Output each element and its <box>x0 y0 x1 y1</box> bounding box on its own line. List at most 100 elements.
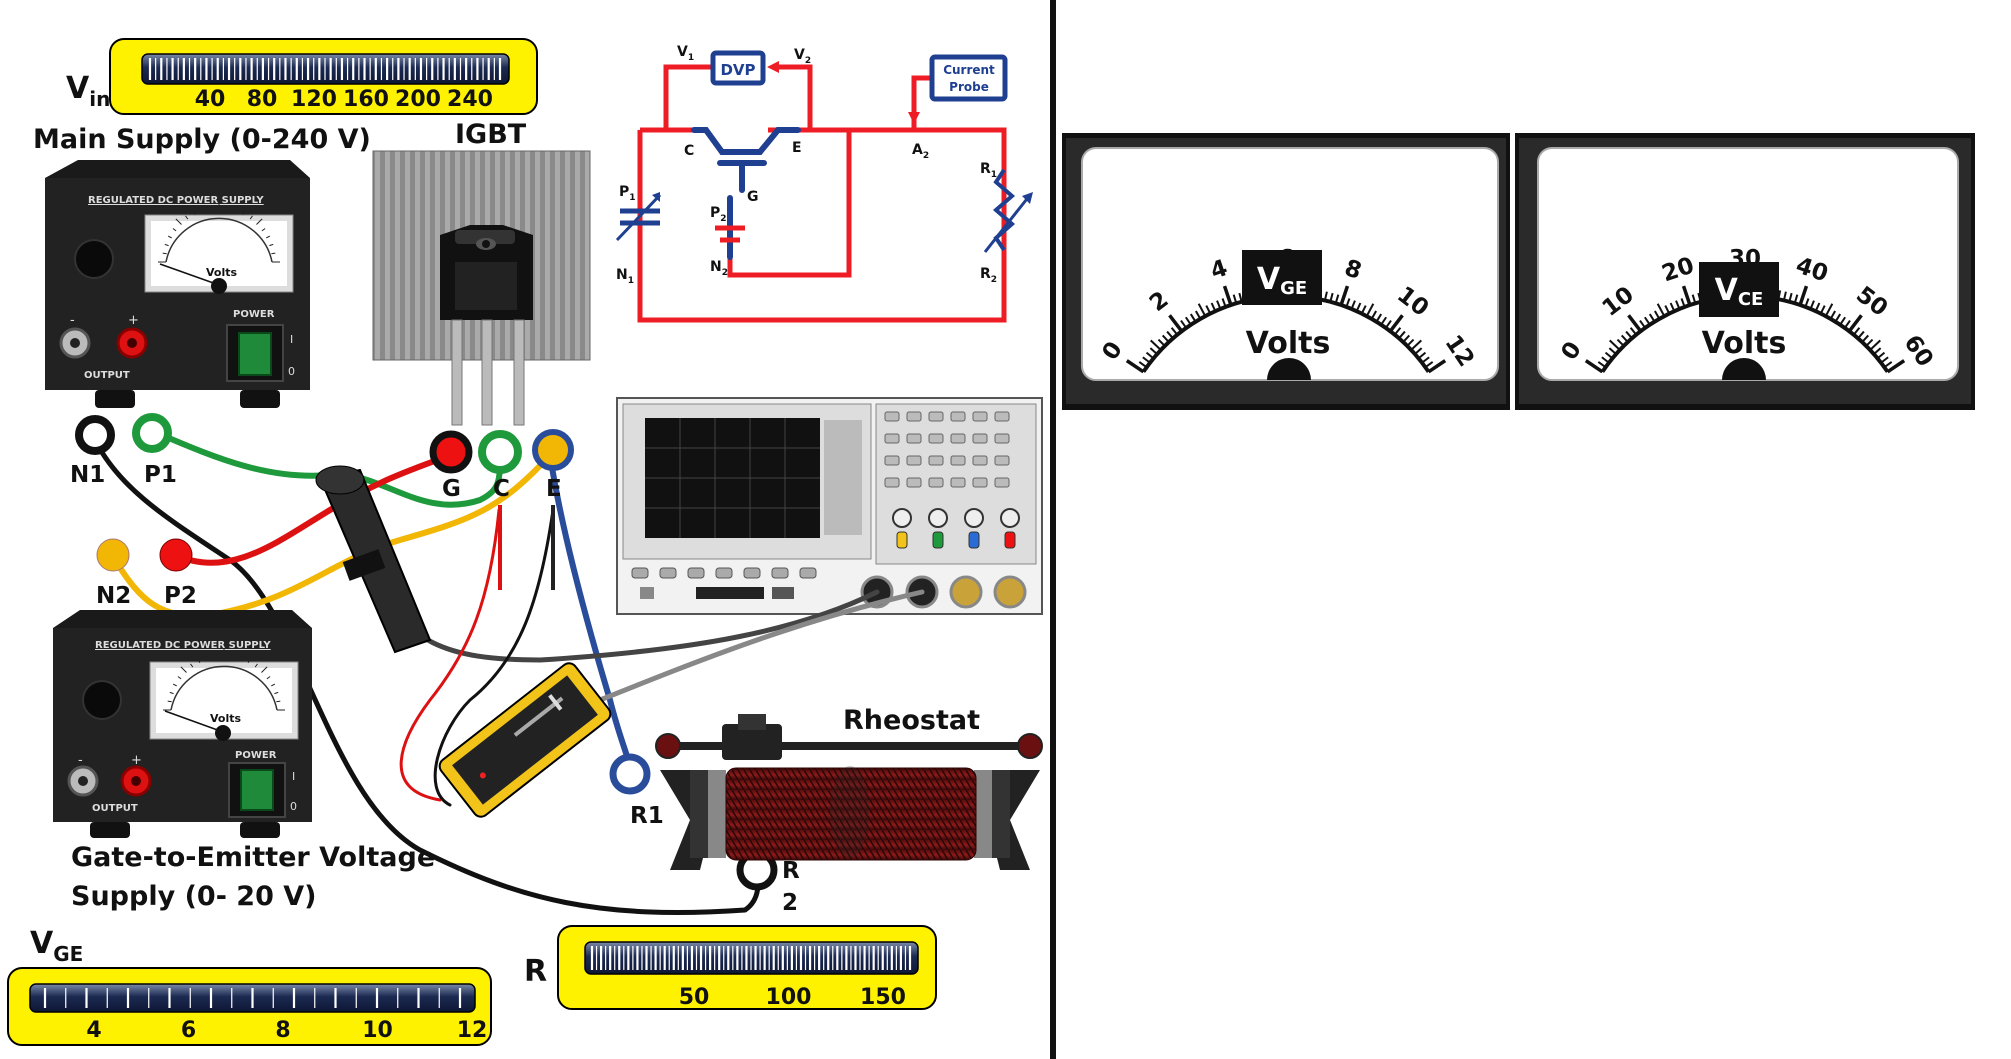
current-probe-label-1: Current <box>943 63 995 77</box>
scope-input-ch3[interactable] <box>949 575 983 609</box>
scope-button[interactable] <box>884 411 900 422</box>
scope-channel-button[interactable] <box>968 531 980 549</box>
scope-button[interactable] <box>972 455 988 466</box>
terminal-n2-label: N2 <box>96 583 131 609</box>
scope-channel-button[interactable] <box>896 531 908 549</box>
igbt-title: IGBT <box>455 119 527 150</box>
current-probe-label-2: Probe <box>949 80 989 94</box>
terminal-g[interactable] <box>429 430 473 474</box>
meter-tick <box>1142 356 1151 364</box>
circuit-p1: P1 <box>619 184 636 203</box>
scope-channel-knob[interactable] <box>1000 508 1020 528</box>
meter-tick <box>1180 320 1188 329</box>
terminal-e[interactable] <box>532 429 574 471</box>
terminal-p2[interactable] <box>159 538 193 572</box>
scope-softkey[interactable] <box>631 567 649 579</box>
oscilloscope-buttons[interactable] <box>884 411 1020 549</box>
scope-power-button[interactable] <box>640 587 654 599</box>
meter-tick <box>1125 359 1145 374</box>
scope-softkey[interactable] <box>659 567 677 579</box>
meter-tick <box>1883 361 1893 369</box>
meter-tick <box>209 205 212 210</box>
scope-button[interactable] <box>906 411 922 422</box>
scope-input-ch4[interactable] <box>993 575 1027 609</box>
differential-voltage-probe[interactable] <box>436 660 613 820</box>
main-supply-power-switch[interactable] <box>238 332 272 376</box>
scope-channel-knob[interactable] <box>964 508 984 528</box>
scope-button[interactable] <box>928 455 944 466</box>
meter-tick <box>1185 316 1192 326</box>
scope-button[interactable] <box>994 477 1010 488</box>
terminal-r1[interactable] <box>609 753 651 795</box>
scope-softkey[interactable] <box>771 567 789 579</box>
meter-tick <box>261 228 266 232</box>
circuit-c: C <box>684 143 694 159</box>
meter-tick <box>1406 338 1415 347</box>
scope-channel-button[interactable] <box>1004 531 1016 549</box>
scope-channel-knob[interactable] <box>928 508 948 528</box>
terminal-c[interactable] <box>478 430 522 474</box>
scope-button[interactable] <box>972 477 988 488</box>
terminal-e-label: E <box>546 476 562 502</box>
scope-channel-knob[interactable] <box>892 508 912 528</box>
gate-supply-knob[interactable] <box>82 680 122 720</box>
current-clamp-probe[interactable] <box>315 465 432 654</box>
gate-supply-label-1: Gate-to-Emitter Voltage <box>71 842 435 873</box>
scope-button[interactable] <box>972 433 988 444</box>
terminal-n1[interactable] <box>75 415 115 455</box>
meter-tick <box>1609 339 1621 351</box>
meter-tick <box>1393 327 1402 336</box>
meter-tick <box>1170 327 1179 336</box>
meter-tick <box>1876 351 1886 360</box>
main-power-supply: REGULATED DC POWER SUPPLY Volts - + OUTP… <box>45 160 310 408</box>
meter-tick <box>1145 351 1155 360</box>
gate-power-supply: REGULATED DC POWER SUPPLY Volts - + OUTP… <box>53 610 312 838</box>
scope-button[interactable] <box>950 433 966 444</box>
scope-button[interactable] <box>928 477 944 488</box>
scope-channel-button[interactable] <box>932 531 944 549</box>
main-supply-off: 0 <box>288 365 295 378</box>
scope-button[interactable] <box>950 411 966 422</box>
terminal-n2[interactable] <box>96 538 130 572</box>
scope-button[interactable] <box>884 433 900 444</box>
scope-button[interactable] <box>906 477 922 488</box>
scope-button[interactable] <box>950 455 966 466</box>
scope-button[interactable] <box>906 433 922 444</box>
gate-supply-power: POWER <box>235 750 277 761</box>
meter-tick <box>167 235 173 239</box>
circuit-v2: V2 <box>794 47 811 66</box>
scope-softkey[interactable] <box>715 567 733 579</box>
scope-button[interactable] <box>928 433 944 444</box>
scope-softkey[interactable] <box>743 567 761 579</box>
scope-port <box>772 587 794 599</box>
vce-meter-unit: Volts <box>1702 326 1787 361</box>
main-supply-minus: - <box>70 313 75 328</box>
oscilloscope <box>616 397 1043 615</box>
rheostat[interactable] <box>655 714 1043 870</box>
meter-tick <box>1150 339 1162 351</box>
scope-button[interactable] <box>950 477 966 488</box>
scope-button[interactable] <box>972 411 988 422</box>
main-supply-knob[interactable] <box>74 239 114 279</box>
scope-softkey[interactable] <box>687 567 705 579</box>
scope-button[interactable] <box>906 455 922 466</box>
meter-tick <box>1798 285 1809 306</box>
scope-button[interactable] <box>884 477 900 488</box>
gate-supply-power-switch[interactable] <box>240 769 274 811</box>
scope-button[interactable] <box>994 455 1010 466</box>
meter-tick <box>1669 302 1676 312</box>
scope-softkey[interactable] <box>799 567 817 579</box>
scope-button[interactable] <box>994 433 1010 444</box>
scope-button[interactable] <box>994 411 1010 422</box>
scope-button[interactable] <box>884 455 900 466</box>
terminal-p1[interactable] <box>132 413 172 453</box>
meter-tick <box>1149 347 1158 355</box>
meter-tick <box>205 655 209 660</box>
meter-tick <box>1161 334 1170 343</box>
main-supply-label: Main Supply (0-240 V) <box>33 124 371 155</box>
scope-button[interactable] <box>928 411 944 422</box>
